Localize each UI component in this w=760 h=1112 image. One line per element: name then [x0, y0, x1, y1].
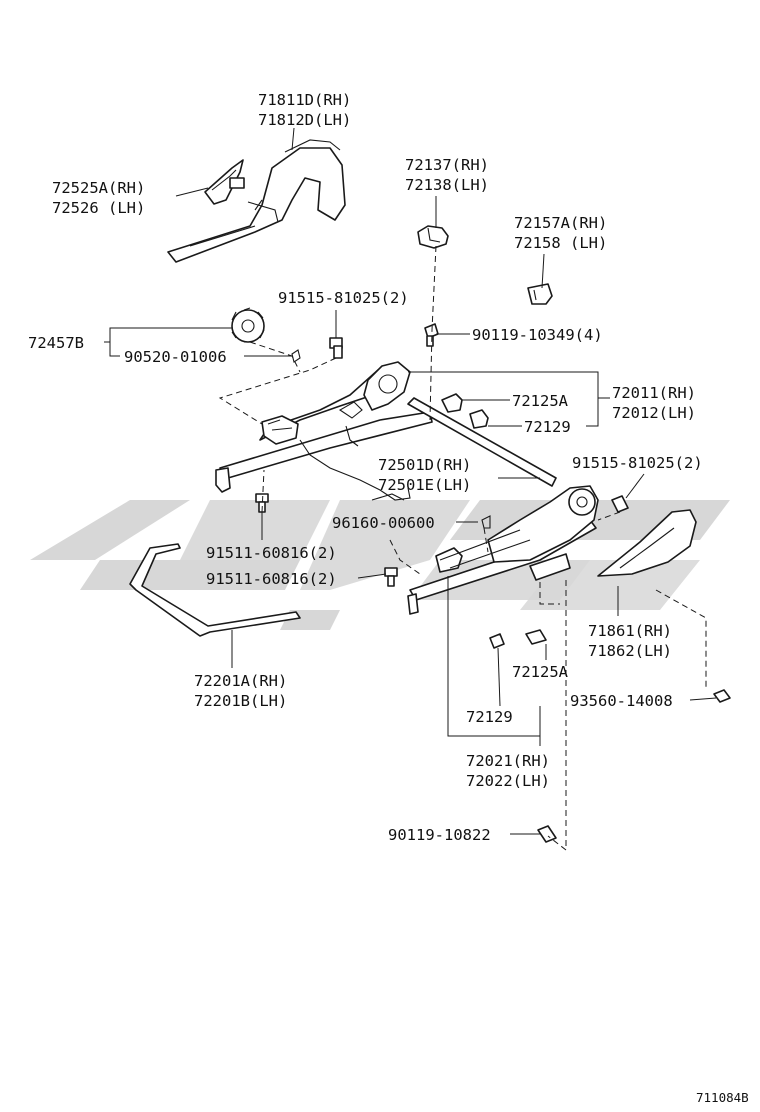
label-71862: 71862(LH)	[588, 642, 672, 660]
label-72137: 72137(RH)	[405, 156, 489, 174]
label-72129-top: 72129	[524, 418, 571, 436]
clip-72125-bottom-icon	[525, 629, 547, 645]
label-72021: 72021(RH)	[466, 752, 550, 770]
clip-72125-top-icon	[441, 393, 463, 413]
clip-90520-icon	[291, 349, 301, 363]
label-90520: 90520-01006	[124, 348, 227, 366]
label-72457: 72457B	[28, 334, 84, 352]
label-72138: 72138(LH)	[405, 176, 489, 194]
label-72526: 72526 (LH)	[52, 199, 145, 217]
cover-71861-icon	[597, 509, 697, 577]
label-91515-top: 91515-81025(2)	[278, 289, 409, 307]
label-72011: 72011(RH)	[612, 384, 696, 402]
label-72125a-bottom: 72125A	[512, 663, 569, 681]
screw-93560-icon	[713, 689, 731, 703]
label-91511-b: 91511-60816(2)	[206, 570, 337, 588]
label-72158: 72158 (LH)	[514, 234, 607, 252]
label-72129-bottom: 72129	[466, 708, 513, 726]
label-71812: 71812D(LH)	[258, 111, 351, 129]
label-71811: 71811D(RH)	[258, 91, 351, 109]
label-72157: 72157A(RH)	[514, 214, 607, 232]
clip-72129-bottom-icon	[489, 633, 505, 649]
clip-72129-top-icon	[469, 409, 489, 429]
label-72501d: 72501D(RH)	[378, 456, 471, 474]
clip-72157-icon	[527, 283, 553, 305]
rod-72501-icon	[407, 397, 557, 487]
wire-72201-icon	[129, 543, 301, 637]
label-72125a-top: 72125A	[512, 392, 569, 410]
clip-72525-icon	[204, 159, 245, 205]
label-72201a: 72201A(RH)	[194, 672, 287, 690]
cover-71811-icon	[167, 139, 346, 263]
label-96160: 96160-00600	[332, 514, 435, 532]
diagram-id: 711084B	[696, 1090, 749, 1105]
label-90119-top: 90119-10349(4)	[472, 326, 603, 344]
label-72022: 72022(LH)	[466, 772, 550, 790]
clip-72137-icon	[417, 225, 449, 249]
leader-lines	[104, 127, 717, 835]
label-72501e: 72501E(LH)	[378, 476, 471, 494]
seat-track-72021-icon	[407, 485, 599, 615]
label-91515-right: 91515-81025(2)	[572, 454, 703, 472]
bolt-91515-top-icon	[329, 337, 343, 359]
label-71861: 71861(RH)	[588, 622, 672, 640]
label-72012: 72012(LH)	[612, 404, 696, 422]
label-91511-a: 91511-60816(2)	[206, 544, 337, 562]
bolt-90119-top-icon	[424, 323, 439, 347]
label-90119-bottom: 90119-10822	[388, 826, 491, 844]
bolt-91515-right-icon	[611, 495, 629, 513]
seat-track-72011-icon	[215, 361, 433, 501]
label-72201b: 72201B(LH)	[194, 692, 287, 710]
label-93560: 93560-14008	[570, 692, 673, 710]
label-72525: 72525A(RH)	[52, 179, 145, 197]
clip-96160-icon	[481, 515, 491, 529]
bolt-91511-b-icon	[384, 567, 398, 587]
bolt-90119-bottom-icon	[537, 825, 557, 843]
knob-72457-icon	[231, 307, 265, 343]
